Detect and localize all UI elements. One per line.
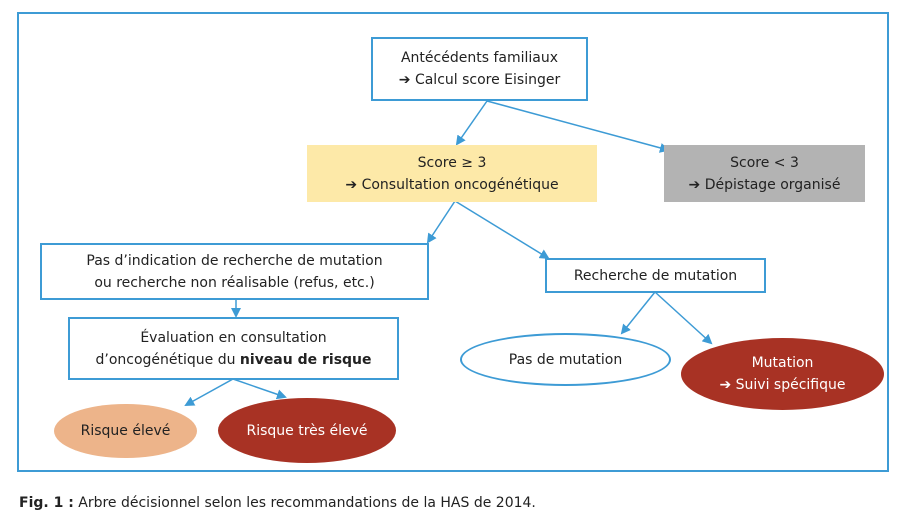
node-mutation-line2: Suivi spécifique [735, 377, 846, 393]
arrow-right-icon: ➔ [398, 72, 411, 88]
figure-caption-label: Fig. 1 : [19, 495, 74, 511]
node-no-mutation: Pas de mutation [460, 333, 671, 386]
node-mutation-search: Recherche de mutation [545, 258, 766, 293]
figure-caption-text: Arbre décisionnel selon les recommandati… [73, 495, 536, 511]
arrow-right-icon: ➔ [345, 176, 358, 193]
node-family-history-line2: Calcul score Eisinger [414, 72, 561, 88]
arrow-score-high-to-no-indication [426, 200, 456, 244]
node-risk-high: Risque élevé [54, 404, 197, 458]
node-no-mutation-label: Pas de mutation [508, 351, 623, 368]
arrow-risk-eval-to-risk-high [184, 378, 234, 406]
node-risk-very-high: Risque très élevé [218, 398, 396, 463]
node-risk-very-high-label: Risque très élevé [246, 422, 368, 439]
node-risk-evaluation-line2: d’oncogénétique du [95, 351, 240, 368]
node-score-high-line2: Consultation oncogénétique [361, 176, 559, 193]
arrow-root-to-score-high [455, 100, 488, 146]
node-no-indication-line2: ou recherche non réalisable (refus, etc.… [94, 274, 375, 291]
node-risk-evaluation-line1: Évaluation en consultation [140, 329, 327, 346]
arrow-right-icon: ➔ [719, 377, 732, 393]
node-score-low-line1: Score < 3 [730, 154, 799, 171]
arrow-score-high-to-mutation-search [454, 200, 550, 260]
arrow-root-to-score-low [486, 100, 670, 153]
arrow-risk-eval-to-risk-very-high [232, 378, 287, 400]
node-mutation: Mutation ➔ Suivi spécifique [681, 338, 884, 410]
node-score-low-line2: Dépistage organisé [704, 176, 841, 193]
node-mutation-search-label: Recherche de mutation [573, 267, 738, 284]
arrow-mutation-search-to-mutation [654, 291, 713, 345]
node-score-high: Score ≥ 3 ➔ Consultation oncogénétique [307, 145, 597, 202]
node-family-history-line1: Antécédents familiaux [400, 50, 559, 66]
figure-caption: Fig. 1 : Arbre décisionnel selon les rec… [19, 495, 536, 511]
node-mutation-line1: Mutation [751, 355, 814, 371]
arrow-right-icon: ➔ [688, 176, 701, 193]
node-score-high-line1: Score ≥ 3 [417, 154, 487, 171]
arrow-mutation-search-to-no-mutation [620, 291, 656, 335]
node-family-history: Antécédents familiaux ➔ Calcul score Eis… [371, 37, 588, 101]
node-risk-evaluation-emphasis: niveau de risque [239, 351, 372, 368]
node-no-indication: Pas d’indication de recherche de mutatio… [40, 243, 429, 300]
node-score-low: Score < 3 ➔ Dépistage organisé [664, 145, 865, 202]
node-risk-high-label: Risque élevé [80, 423, 171, 439]
diagram-frame [17, 12, 889, 472]
node-risk-evaluation: Évaluation en consultation d’oncogénétiq… [68, 317, 399, 380]
node-no-indication-line1: Pas d’indication de recherche de mutatio… [86, 252, 383, 269]
